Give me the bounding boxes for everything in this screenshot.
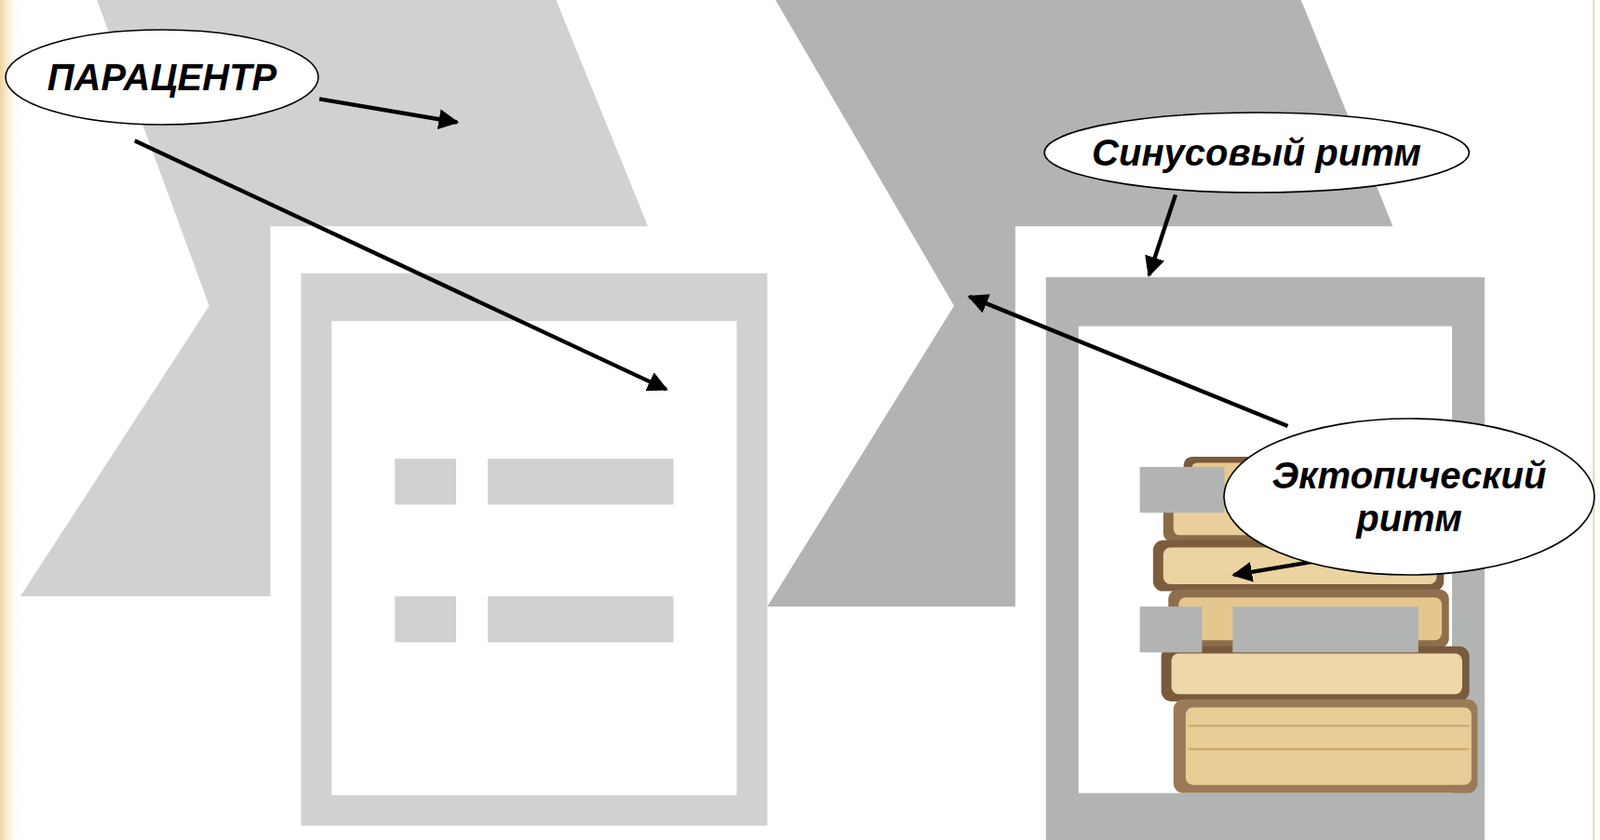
document-page [331, 321, 737, 796]
callout-ellipse: Синусовый ритм [1043, 111, 1470, 194]
edge-line [1592, 0, 1595, 840]
bullet-mark [1140, 467, 1225, 513]
callout-ellipse: Эктопический ритм [1223, 417, 1596, 577]
callout-text: Синусовый ритм [1091, 131, 1422, 175]
callout-body: ПАРАЦЕНТР [4, 28, 320, 126]
callout-body: Эктопический ритм [1223, 417, 1596, 577]
bullet-line [1232, 606, 1419, 653]
document-frame [300, 273, 767, 827]
edge-strip [0, 0, 23, 840]
callout-body: Синусовый ритм [1043, 111, 1470, 194]
bullet-line [487, 458, 674, 505]
bullet-mark [394, 458, 457, 505]
bullet-mark [1140, 606, 1203, 653]
bullet-mark [394, 596, 457, 643]
bullet-line [487, 596, 674, 643]
ellipse-outline [1223, 417, 1596, 577]
callout-text: ПАРАЦЕНТР [47, 55, 278, 99]
callout-text: Эктопический ритм [1269, 454, 1549, 540]
callout-ellipse: ПАРАЦЕНТР [4, 28, 320, 126]
